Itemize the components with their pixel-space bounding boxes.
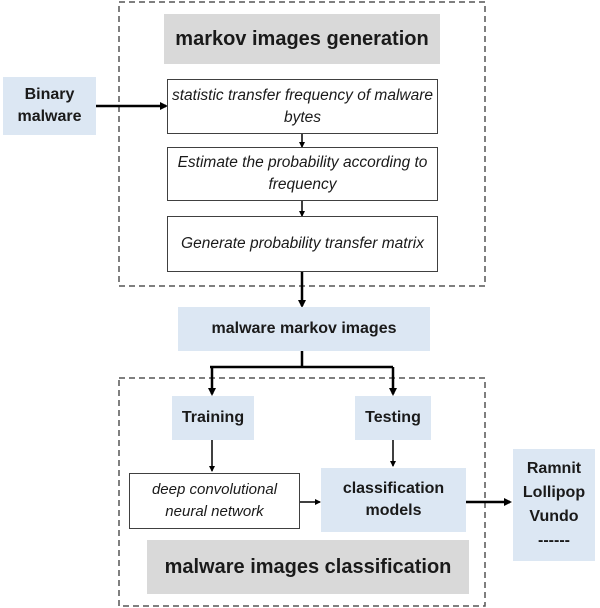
training-node: Training: [172, 396, 254, 440]
classification-title: malware images classification: [147, 540, 469, 594]
classification-group-frame: [118, 377, 486, 607]
step-estimate-probability: Estimate the probability according to fr…: [167, 147, 438, 201]
step-transfer-matrix: Generate probability transfer matrix: [167, 216, 438, 272]
generation-title: markov images generation: [164, 14, 440, 64]
markov-images-node: malware markov images: [178, 307, 430, 351]
input-binary-malware: Binary malware: [3, 77, 96, 135]
output-family-lollipop: Lollipop: [522, 484, 586, 501]
output-family-ramnit: Ramnit: [526, 460, 582, 477]
output-family-more: ------: [538, 532, 570, 549]
arrow-markov-to-split: [210, 351, 393, 369]
output-family-vundo: Vundo: [529, 508, 579, 525]
testing-node: Testing: [355, 396, 431, 440]
classification-models-node: classification models: [321, 468, 466, 532]
deep-cnn-node: deep convolutional neural network: [129, 473, 300, 529]
output-families: Ramnit Lollipop Vundo ------: [513, 449, 595, 561]
step-transfer-frequency: statistic transfer frequency of malware …: [167, 79, 438, 134]
